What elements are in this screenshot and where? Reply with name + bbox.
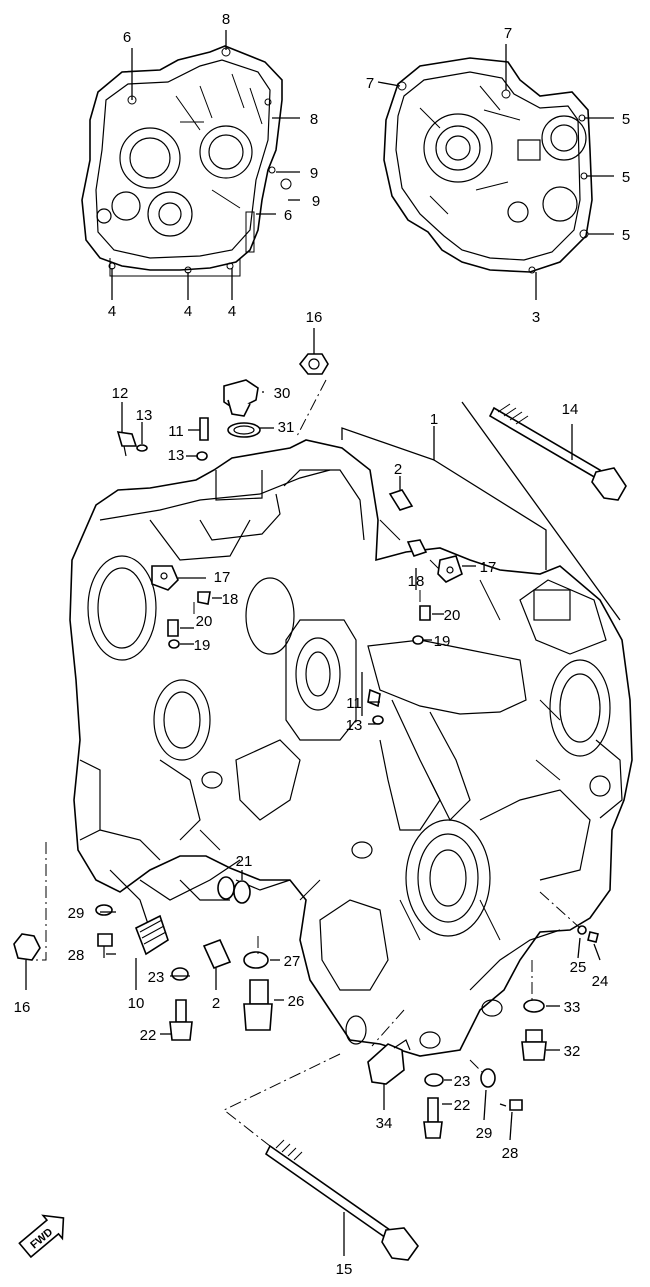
nipple-11-top <box>199 417 209 441</box>
bolt-12 <box>116 431 138 457</box>
alignment-lines <box>34 379 581 1147</box>
leader-lines <box>25 30 621 1256</box>
callout-4: 4 <box>184 303 192 320</box>
callout-19: 19 <box>434 633 451 650</box>
left-case-half-view <box>81 45 292 277</box>
callout-6: 6 <box>123 29 131 46</box>
dowel-2-top <box>388 489 414 511</box>
callout-9: 9 <box>312 193 320 210</box>
callout-19: 19 <box>194 637 211 654</box>
callout-29: 29 <box>476 1125 493 1142</box>
callout-20: 20 <box>196 613 213 630</box>
callout-12: 12 <box>112 385 129 402</box>
callout-16: 16 <box>14 999 31 1016</box>
callout-27: 27 <box>284 953 301 970</box>
callout-4: 4 <box>108 303 116 320</box>
sensor-34 <box>367 1039 411 1085</box>
callout-2: 2 <box>212 995 220 1012</box>
callout-3: 3 <box>532 309 540 326</box>
callout-8: 8 <box>222 11 230 28</box>
callout-15: 15 <box>336 1261 353 1278</box>
callout-22: 22 <box>140 1027 157 1044</box>
bolt-26 <box>243 979 273 1031</box>
callout-13: 13 <box>346 717 363 734</box>
callout-14: 14 <box>562 401 579 418</box>
callout-23: 23 <box>454 1073 471 1090</box>
bolt-28-left <box>97 933 113 958</box>
callout-labels: 6 8 8 9 9 6 4 4 4 7 7 5 5 5 3 16 30 31 1… <box>14 11 631 1278</box>
callout-26: 26 <box>288 993 305 1010</box>
callout-8: 8 <box>310 111 318 128</box>
callout-18: 18 <box>408 573 425 590</box>
callout-32: 32 <box>564 1043 581 1060</box>
callout-28: 28 <box>68 947 85 964</box>
callout-4: 4 <box>228 303 236 320</box>
forward-direction-arrow: FWD <box>18 1214 65 1259</box>
callout-16: 16 <box>306 309 323 326</box>
right-case-half-view <box>383 57 593 274</box>
nut-16-left <box>13 933 41 961</box>
callout-17: 17 <box>214 569 231 586</box>
callout-13: 13 <box>168 447 185 464</box>
callout-31: 31 <box>278 419 295 436</box>
callout-5: 5 <box>622 111 630 128</box>
callout-20: 20 <box>444 607 461 624</box>
callout-17: 17 <box>480 559 497 576</box>
callout-24: 24 <box>592 973 609 990</box>
callout-33: 33 <box>564 999 581 1016</box>
bolt-32 <box>521 1029 547 1061</box>
callout-28: 28 <box>502 1145 519 1162</box>
callout-13: 13 <box>136 407 153 424</box>
o-ring-31 <box>227 422 261 438</box>
callout-25: 25 <box>570 959 587 976</box>
callout-30: 30 <box>274 385 291 402</box>
callout-29: 29 <box>68 905 85 922</box>
callout-2: 2 <box>394 461 402 478</box>
dowel-2-lower <box>202 938 232 970</box>
callout-5: 5 <box>622 227 630 244</box>
bolt-22-left <box>169 999 193 1041</box>
callout-11: 11 <box>346 695 362 712</box>
callout-18: 18 <box>222 591 239 608</box>
callout-9: 9 <box>310 165 318 182</box>
callout-21: 21 <box>236 853 253 870</box>
callout-22: 22 <box>454 1097 471 1114</box>
fitting-10 <box>134 914 169 956</box>
callout-7: 7 <box>366 75 374 92</box>
long-bolt-15 <box>264 1139 419 1261</box>
bolt-22-lower <box>423 1097 443 1139</box>
bolt-28-lower <box>499 1099 523 1111</box>
callout-6: 6 <box>284 207 292 224</box>
callout-5: 5 <box>622 169 630 186</box>
callout-23: 23 <box>148 969 165 986</box>
callout-11: 11 <box>168 423 184 440</box>
callout-34: 34 <box>376 1115 393 1132</box>
callout-10: 10 <box>128 995 145 1012</box>
oil-filler-cap-30 <box>223 379 259 417</box>
callout-1: 1 <box>430 411 438 428</box>
nut-16-top <box>298 353 329 375</box>
main-crankcase-assembly <box>69 439 633 1057</box>
callout-7: 7 <box>504 25 512 42</box>
long-bolt-14 <box>488 403 627 501</box>
